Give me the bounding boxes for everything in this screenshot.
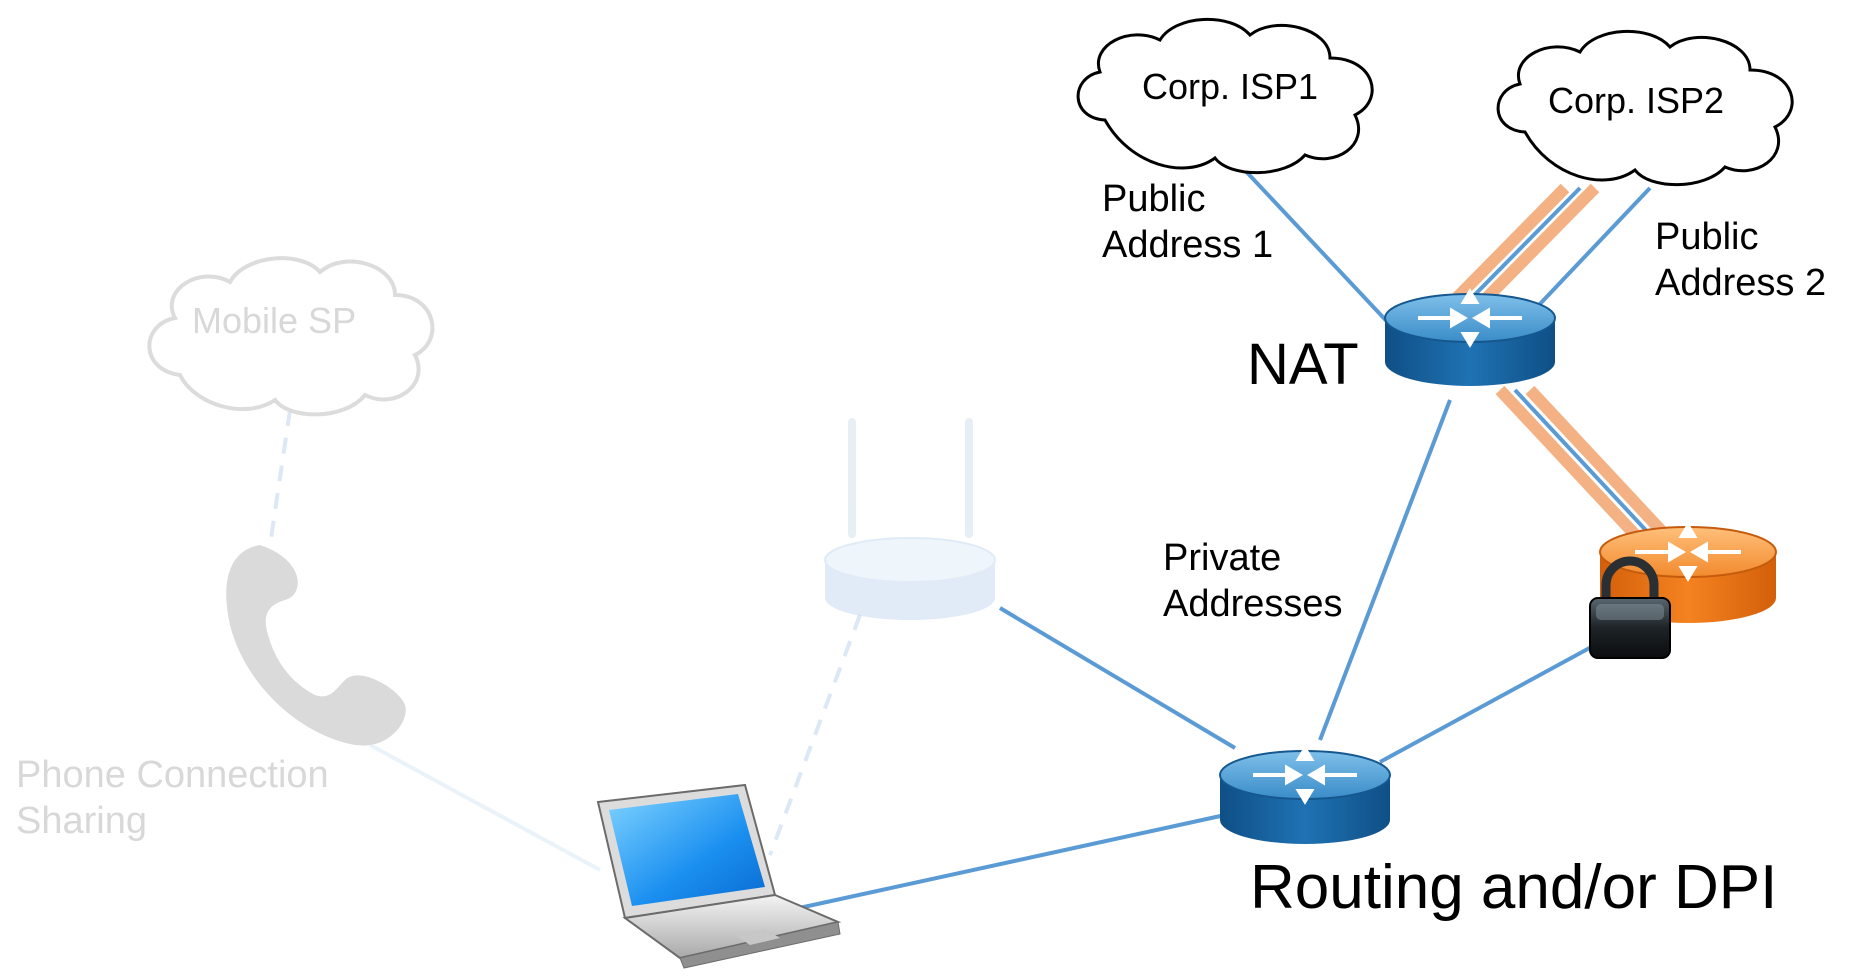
- isp1-cloud-icon: [1076, 17, 1374, 175]
- ap-laptop-link: [768, 614, 862, 856]
- faded-links: [268, 409, 862, 872]
- nat-label: NAT: [1247, 332, 1359, 397]
- public-address-1-line2: Address 1: [1102, 224, 1274, 267]
- lock-icon: [1589, 556, 1671, 659]
- public-address-2-label: Public Address 2: [1655, 214, 1826, 307]
- private-addresses-line2: Addresses: [1163, 583, 1343, 626]
- public-address-1-label: Public Address 1: [1102, 176, 1273, 269]
- router-nat-link: [1318, 399, 1452, 741]
- phone-sharing-line1: Phone Connection: [16, 754, 329, 796]
- isp2-cloud-icon: [1496, 29, 1794, 187]
- private-addresses-line1: Private: [1163, 537, 1282, 579]
- phone-connection-sharing-label: Phone Connection Sharing: [16, 752, 329, 845]
- nat-router-icon: [1384, 288, 1556, 386]
- mobile-sp-cloud-icon: [147, 256, 435, 417]
- mobile-phone-link: [268, 409, 292, 546]
- public-address-1-line1: Public: [1102, 178, 1206, 220]
- public-address-2-line2: Address 2: [1655, 262, 1827, 305]
- phone-icon: [226, 545, 406, 746]
- routing-dpi-label: Routing and/or DPI: [1250, 853, 1778, 922]
- nat-isp1-link: [1238, 163, 1397, 332]
- ap-router-link: [998, 606, 1237, 750]
- private-addresses-label: Private Addresses: [1163, 535, 1343, 628]
- tunnel-nat-vpn: [1495, 385, 1675, 545]
- laptop-router-link: [789, 813, 1226, 912]
- routing-router-icon: [1219, 745, 1391, 844]
- isp1-cloud-label: Corp. ISP1: [1142, 66, 1319, 107]
- mobile-sp-cloud-label: Mobile SP: [192, 300, 357, 341]
- wireless-ap-icon: [824, 418, 996, 620]
- phone-sharing-line2: Sharing: [16, 800, 147, 843]
- nat-isp2-link: [1518, 186, 1652, 327]
- isp2-cloud-label: Corp. ISP2: [1548, 80, 1725, 121]
- router-vpn-link: [1379, 643, 1596, 764]
- phone-laptop-link: [369, 743, 601, 872]
- laptop-icon: [596, 783, 842, 969]
- public-address-2-line1: Public: [1655, 216, 1759, 258]
